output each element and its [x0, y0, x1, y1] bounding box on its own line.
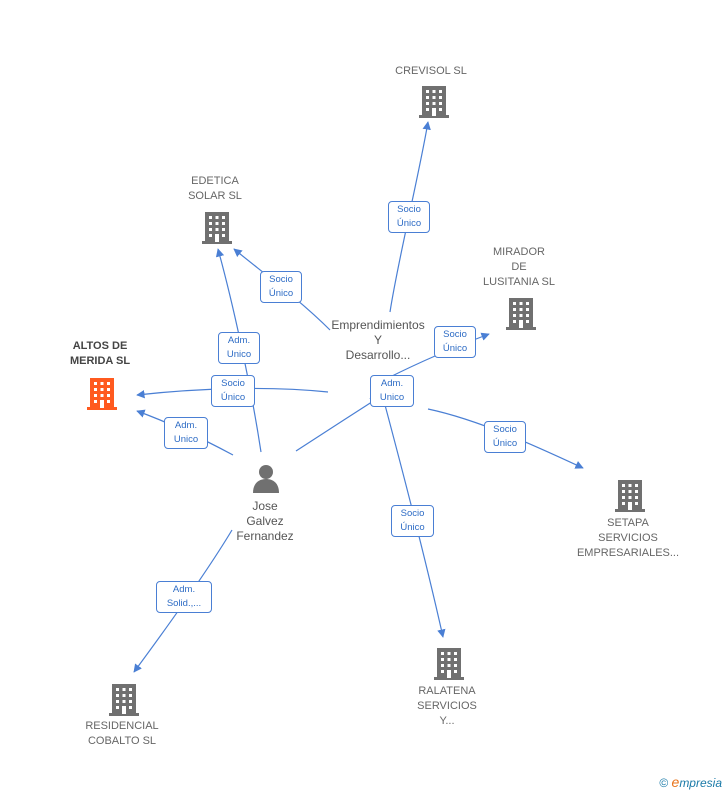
- copyright-notice: © empresia: [659, 774, 722, 790]
- node-label: Emprendimientos Y Desarrollo...: [331, 318, 425, 362]
- copyright-symbol: ©: [659, 776, 669, 790]
- edge-tag-emp-mirador[interactable]: Socio Único: [434, 326, 476, 358]
- building-icon: [87, 378, 117, 410]
- node-label: SETAPA SERVICIOS EMPRESARIALES...: [576, 517, 680, 559]
- person-icon: [253, 465, 279, 493]
- building-icon: [109, 684, 139, 716]
- node-label: ALTOS DE MERIDA SL: [69, 340, 131, 367]
- edge-tag-emp-ralatena[interactable]: Socio Único: [391, 505, 434, 537]
- edge-tag-emp-setapa[interactable]: Socio Único: [484, 421, 526, 453]
- edge-tag-emp-crevisol[interactable]: Socio Único: [388, 201, 430, 233]
- building-icon: [419, 86, 449, 118]
- edge-tag-jose-residencial[interactable]: Adm. Solid.,...: [156, 581, 212, 613]
- brand-logo-text: mpresia: [679, 776, 722, 790]
- edge-tag-jose-edetica[interactable]: Adm. Unico: [218, 332, 260, 364]
- node-label: CREVISOL SL: [395, 65, 467, 77]
- node-label: RALATENA SERVICIOS Y...: [417, 685, 477, 727]
- edge-jose-emp: [295, 397, 379, 452]
- edge-tag-jose-altos[interactable]: Adm. Unico: [164, 417, 208, 449]
- building-icon: [202, 212, 232, 244]
- building-icon: [615, 480, 645, 512]
- building-icon: [506, 298, 536, 330]
- node-label: RESIDENCIAL COBALTO SL: [85, 720, 159, 747]
- node-label: EDETICA SOLAR SL: [188, 175, 242, 202]
- edge-tag-emp-edetica[interactable]: Socio Único: [260, 271, 302, 303]
- node-label: Jose Galvez Fernandez: [236, 499, 294, 543]
- edge-tag-jose-emp[interactable]: Adm. Unico: [370, 375, 414, 407]
- edge-tag-emp-altos[interactable]: Socio Único: [211, 375, 255, 407]
- building-icon: [434, 648, 464, 680]
- node-label: MIRADOR DE LUSITANIA SL: [483, 246, 555, 288]
- brand-logo-initial: e: [671, 774, 680, 790]
